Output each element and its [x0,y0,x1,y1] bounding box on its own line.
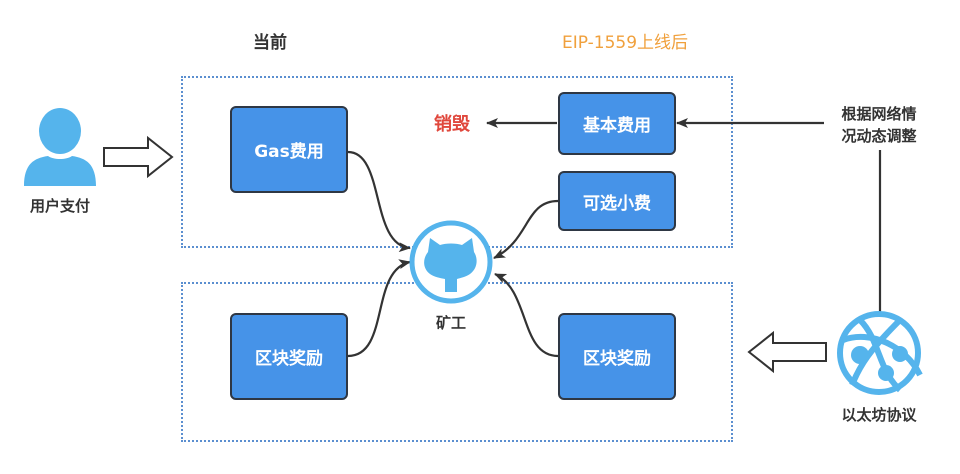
user-label: 用户支付 [29,197,90,215]
globe-network-icon [837,311,923,395]
heading-after-eip1559: EIP-1559上线后 [561,33,689,53]
protocol-label: 以太坊协议 [841,406,917,424]
block-reward-after-box[interactable]: 区块奖励 [558,313,676,400]
base-fee-label: 基本费用 [583,116,651,136]
edge-gasfee-to-miner [347,150,411,253]
edge-protocol-to-rewards [747,330,827,374]
edge-tip-to-miner [493,199,559,259]
edge-reward-after-to-miner [494,273,559,358]
gas-fee-label: Gas费用 [254,142,324,162]
edge-user-to-fees [103,135,174,179]
edge-reward-to-miner [347,259,411,358]
adjust-note-line2: 况动态调整 [841,127,917,145]
block-reward-after-label: 区块奖励 [583,349,651,369]
heading-current: 当前 [253,33,287,53]
block-reward-current-label: 区块奖励 [255,349,323,369]
github-octocat-icon [409,220,493,304]
gas-fee-box[interactable]: Gas费用 [230,106,348,193]
burn-label: 销毁 [434,114,470,135]
adjust-note-line1: 根据网络情 [841,105,917,123]
block-reward-current-box[interactable]: 区块奖励 [230,313,348,400]
adjust-note: 根据网络情 况动态调整 [824,103,934,147]
tip-label: 可选小费 [583,193,651,214]
user-icon [24,108,96,186]
base-fee-box[interactable]: 基本费用 [558,92,676,155]
miner-label: 矿工 [435,314,466,332]
tip-box[interactable]: 可选小费 [558,171,676,231]
